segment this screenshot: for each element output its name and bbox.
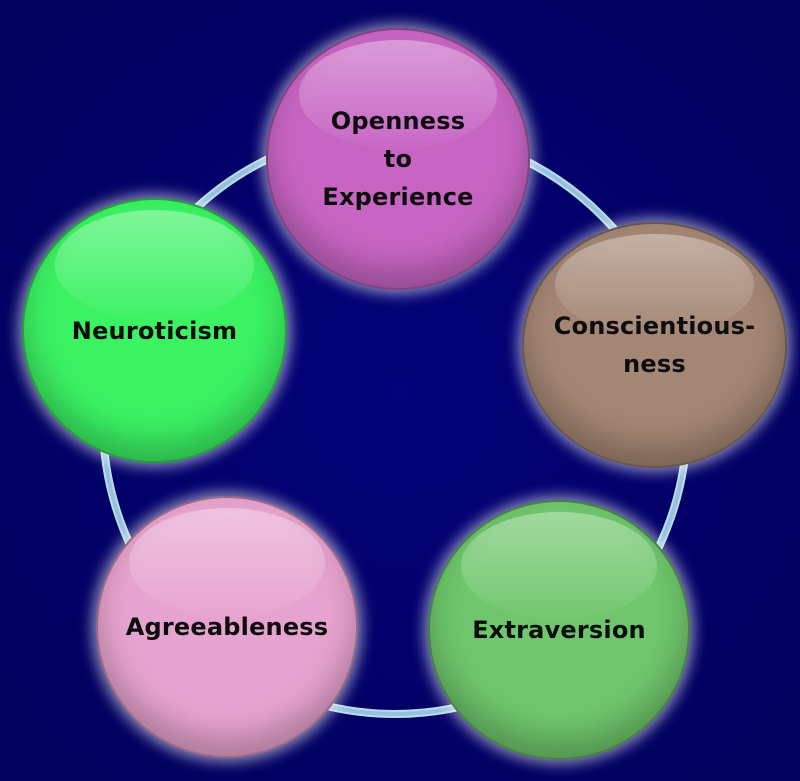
node-label-neuroticism: Neuroticism bbox=[71, 316, 238, 345]
node-openness-to-experience: Openness to Experience bbox=[266, 28, 530, 290]
node-label-agreeableness: Agreeableness bbox=[125, 613, 329, 641]
node-conscientiousness: Conscientious- ness bbox=[522, 222, 787, 468]
node-extraversion: Extraversion bbox=[428, 500, 690, 760]
node-agreeableness: Agreeableness bbox=[96, 496, 358, 758]
node-neuroticism: Neuroticism bbox=[22, 198, 287, 463]
node-label-extraversion: Extraversion bbox=[472, 616, 646, 644]
node-label-conscientiousness: Conscientious- ness bbox=[553, 312, 756, 378]
node-label-openness: Openness to Experience bbox=[322, 107, 474, 211]
